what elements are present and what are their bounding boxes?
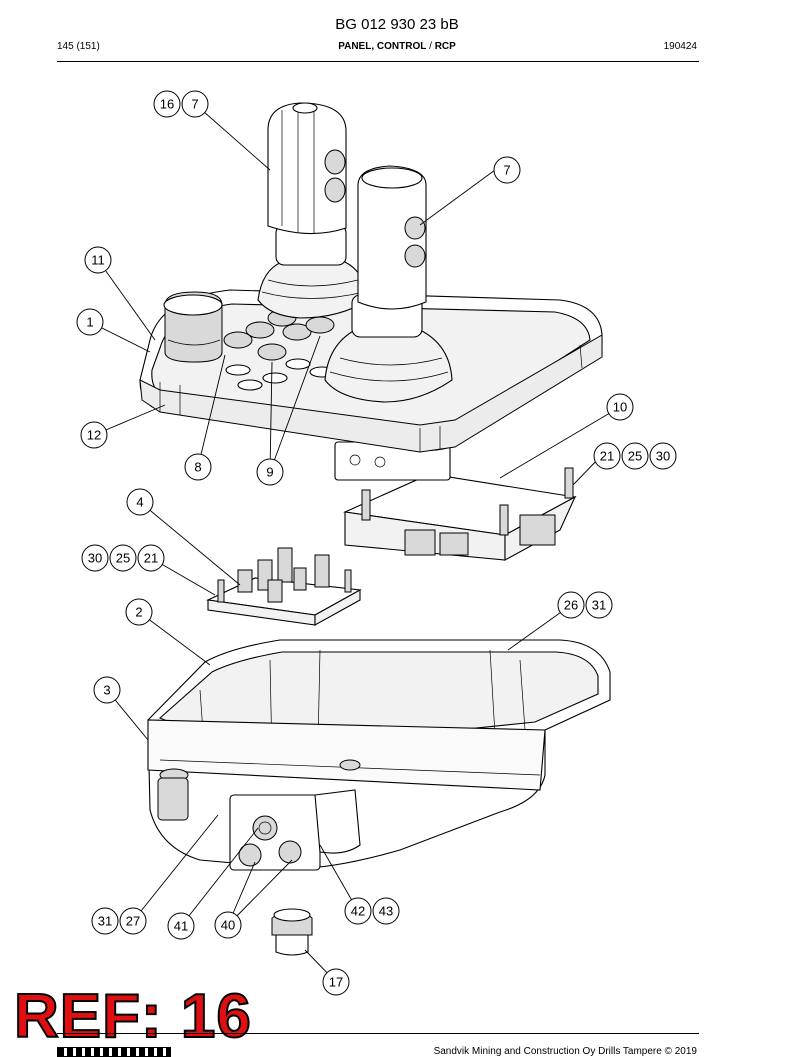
svg-text:31: 31	[98, 914, 112, 929]
document-id: BG 012 930 23 bB	[335, 16, 459, 33]
svg-text:30: 30	[88, 551, 102, 566]
svg-text:25: 25	[116, 551, 130, 566]
callout-9: 9	[256, 458, 284, 486]
callout-30-b: 30	[81, 544, 109, 572]
svg-text:3: 3	[103, 683, 110, 698]
callout-30-a: 30	[649, 442, 677, 470]
svg-text:42: 42	[351, 904, 365, 919]
callout-2: 2	[125, 598, 153, 626]
callout-31-a: 31	[585, 591, 613, 619]
ref-stamp: REF: 16	[13, 982, 252, 1051]
callout-25-b: 25	[109, 544, 137, 572]
header-rule	[57, 61, 699, 62]
callout-26: 26	[557, 591, 585, 619]
svg-text:10: 10	[613, 400, 627, 415]
footer-rule	[57, 1033, 699, 1034]
large-circuit-board	[334, 441, 577, 561]
svg-text:30: 30	[656, 449, 670, 464]
svg-text:7: 7	[503, 163, 510, 178]
callout-25-a: 25	[621, 442, 649, 470]
svg-text:21: 21	[600, 449, 614, 464]
title-separator: /	[426, 41, 435, 52]
callout-40: 40	[214, 911, 242, 939]
svg-text:12: 12	[87, 428, 101, 443]
callout-3: 3	[93, 676, 121, 704]
footer-copyright: Sandvik Mining and Construction Oy Drill…	[433, 1046, 697, 1057]
lower-housing	[147, 639, 611, 871]
callout-31-b: 31	[91, 907, 119, 935]
svg-text:16: 16	[160, 97, 174, 112]
title-part1: PANEL, CONTROL	[338, 41, 427, 52]
svg-text:27: 27	[126, 914, 140, 929]
callout-21-b: 21	[137, 544, 165, 572]
svg-text:26: 26	[564, 598, 578, 613]
right-joystick	[324, 165, 453, 403]
callout-43: 43	[372, 897, 400, 925]
svg-text:41: 41	[174, 919, 188, 934]
title-part2: RCP	[434, 41, 456, 52]
callout-27: 27	[119, 907, 147, 935]
callout-4: 4	[126, 488, 154, 516]
small-circuit-board	[206, 547, 362, 626]
sandvik-logo	[57, 1047, 171, 1057]
leader-lines	[89, 103, 621, 983]
svg-text:25: 25	[628, 449, 642, 464]
callout-11: 11	[84, 246, 112, 274]
callouts: 16 7 7 11 1 12 10 21 25 30 8 9 4 30 25 2…	[76, 90, 677, 996]
svg-text:1: 1	[86, 315, 93, 330]
document-date: 190424	[663, 41, 697, 52]
svg-text:7: 7	[191, 97, 198, 112]
svg-text:31: 31	[592, 598, 606, 613]
svg-text:11: 11	[91, 253, 105, 268]
svg-text:21: 21	[144, 551, 158, 566]
callout-41: 41	[167, 912, 195, 940]
svg-text:17: 17	[329, 975, 343, 990]
emergency-stop-button	[163, 291, 223, 363]
callout-10: 10	[606, 393, 634, 421]
svg-text:43: 43	[379, 904, 393, 919]
gland-plug	[271, 908, 313, 956]
callout-8: 8	[184, 453, 212, 481]
svg-text:8: 8	[194, 460, 201, 475]
callout-12: 12	[80, 421, 108, 449]
callout-42: 42	[344, 897, 372, 925]
page-title: PANEL, CONTROL / RCP	[0, 41, 794, 52]
callout-7-a: 7	[181, 90, 209, 118]
page-number: 145 (151)	[57, 41, 100, 52]
svg-text:9: 9	[266, 465, 273, 480]
svg-text:4: 4	[136, 495, 143, 510]
push-buttons	[223, 309, 335, 361]
svg-text:2: 2	[135, 605, 142, 620]
callout-21-a: 21	[593, 442, 621, 470]
callout-17: 17	[322, 968, 350, 996]
callout-7-b: 7	[493, 156, 521, 184]
callout-16: 16	[153, 90, 181, 118]
svg-text:40: 40	[221, 918, 235, 933]
left-joystick	[257, 102, 369, 319]
callout-1: 1	[76, 308, 104, 336]
